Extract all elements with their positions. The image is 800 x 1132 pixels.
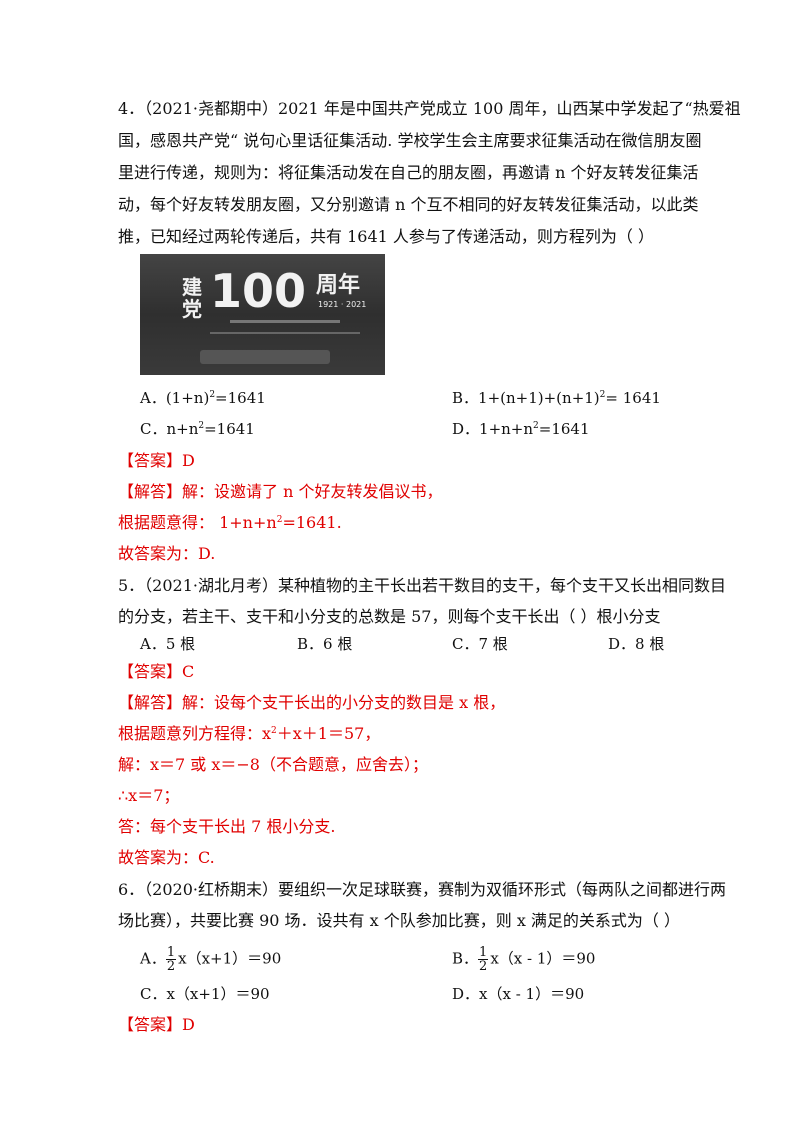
q4-stem-line-5: 推，已知经过两轮传递后，共有 1641 人参与了传递活动，则方程列为（ ） — [118, 227, 654, 246]
q5-analysis-line-1: 【解答】解：设每个支干长出的小分支的数目是 x 根， — [118, 693, 506, 712]
q5-analysis-line-2: 根据题意列方程得：x2＋x＋1＝57， — [118, 724, 381, 743]
q5-option-c: C．7 根 — [452, 635, 508, 653]
q5-analysis-line-6: 故答案为：C. — [118, 848, 215, 867]
q4-stem-line-4: 动，每个好友转发朋友圈，又分别邀请 n 个互不相同的好友转发征集活动，以此类 — [118, 195, 699, 214]
q6-stem-line-1: 6．（2020·红桥期末）要组织一次足球联赛，赛制为双循环形式（每两队之间都进行… — [118, 880, 726, 899]
photo-text-zhounian: 周年 — [316, 273, 361, 298]
photo-text-jiandang: 建党 — [182, 275, 202, 321]
q4-option-a: A．(1+n)2=1641 — [140, 389, 266, 407]
q5-analysis-line-5: 答：每个支干长出 7 根小分支. — [118, 817, 336, 836]
q5-option-a: A．5 根 — [140, 635, 196, 653]
q4-stem-line-3: 里进行传递，规则为：将征集活动发在自己的朋友圈，再邀请 n 个好友转发征集活 — [118, 163, 699, 182]
photo-caption-bar-2 — [210, 332, 360, 334]
q6-option-c: C．x（x+1）＝90 — [140, 985, 270, 1003]
photo-text-100: 100 — [210, 264, 307, 318]
photo-caption-bar — [230, 320, 340, 323]
q5-stem-line-2: 的分支，若主干、支干和小分支的总数是 57，则每个支干长出（ ）根小分支 — [118, 607, 661, 626]
q5-option-b: B．6 根 — [297, 635, 353, 653]
q4-answer: 【答案】D — [118, 451, 195, 470]
q4-option-d: D．1+n+n2=1641 — [452, 420, 590, 438]
party-100-anniversary-image: 建党 100 周年 1921 · 2021 — [140, 254, 385, 375]
q5-stem-line-1: 5．（2021·湖北月考）某种植物的主干长出若干数目的支干，每个支干又长出相同数… — [118, 576, 726, 595]
q4-stem-line-2: 国，感恩共产党“ 说句心里话征集活动. 学校学生会主席要求征集活动在微信朋友圈 — [118, 131, 702, 150]
photo-bottom-decoration — [200, 350, 330, 364]
q4-option-c: C．n+n2=1641 — [140, 420, 255, 438]
q6-stem-line-2: 场比赛），共要比赛 90 场．设共有 x 个队参加比赛，则 x 满足的关系式为（… — [118, 911, 681, 930]
photo-text-years: 1921 · 2021 — [318, 300, 367, 309]
q4-analysis-line-3: 故答案为：D. — [118, 544, 216, 563]
q4-analysis-line-1: 【解答】解：设邀请了 n 个好友转发倡议书， — [118, 482, 443, 501]
q5-option-d: D．8 根 — [608, 635, 665, 653]
q4-stem-line-1: 4．（2021·尧都期中）2021 年是中国共产党成立 100 周年，山西某中学… — [118, 99, 741, 118]
q5-analysis-line-4: ∴x＝7； — [118, 786, 180, 805]
q4-option-b: B．1+(n+1)+(n+1)2= 1641 — [452, 389, 661, 407]
q6-answer: 【答案】D — [118, 1015, 195, 1034]
q6-option-d: D．x（x - 1）＝90 — [452, 985, 585, 1003]
q5-analysis-line-3: 解：x＝7 或 x＝−8（不合题意，应舍去）； — [118, 755, 428, 774]
q5-answer: 【答案】C — [118, 662, 195, 681]
q4-analysis-line-2: 根据题意得： 1+n+n2=1641. — [118, 513, 342, 532]
